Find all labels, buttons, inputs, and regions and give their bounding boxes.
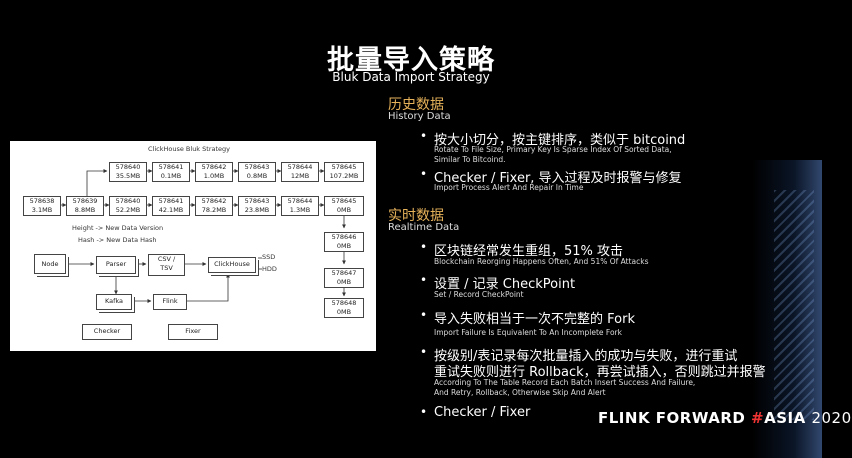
background-texture-decoration	[774, 190, 814, 420]
bullet-dot-icon: •	[420, 308, 428, 322]
slide-subtitle: Bluk Data Import Strategy	[332, 70, 490, 84]
csv-tsv-box: CSV /TSV	[148, 254, 185, 276]
bullet-translation: According To The Table Record Each Batch…	[434, 378, 696, 387]
logo-text: FLINK FORWARD	[598, 409, 752, 427]
bullet-text: Checker / Fixer, 导入过程及时报警与修复	[434, 171, 682, 186]
diagram-note-height: Height -> New Data Version	[72, 224, 164, 232]
realtime-title: 实时数据	[388, 208, 444, 224]
slide-title: 批量导入策略	[327, 45, 495, 76]
bullet-text: 设置 / 记录 CheckPoint	[434, 277, 576, 292]
flink-box: Flink	[153, 294, 187, 310]
history-subtitle: History Data	[388, 111, 451, 122]
bullet-dot-icon: •	[420, 405, 428, 419]
bullet-text: 导入失败相当于一次不完整的 Fork	[434, 312, 635, 327]
node-box: Node	[34, 254, 66, 274]
kafka-box: Kafka	[96, 294, 132, 310]
clickhouse-box: ClickHouse	[208, 257, 256, 273]
diagram-note-hash: Hash -> New Data Hash	[78, 236, 157, 244]
background-light-decoration	[752, 160, 822, 458]
parser-box: Parser	[96, 256, 136, 274]
bullet-translation: Blockchain Reorging Happens Often, And 5…	[434, 257, 649, 266]
logo-hash: #	[751, 409, 765, 427]
checker-box: Checker	[82, 324, 132, 340]
bullet-text: Checker / Fixer	[434, 405, 531, 420]
diagram-title: ClickHouse Bluk Strategy	[148, 145, 230, 153]
bullet-dot-icon: •	[420, 345, 428, 359]
conference-logo: FLINK FORWARD #ASIA 2020	[598, 409, 852, 427]
bullet-dot-icon: •	[420, 273, 428, 287]
bullet-text-continued: 重试失败则进行 Rollback，再尝试插入，否则跳过并报警	[434, 365, 766, 380]
hdd-label: HDD	[262, 265, 277, 273]
bullet-translation: And Retry, Rollback, Otherwise Skip And …	[434, 388, 606, 397]
bullet-translation: Similar To Bitcoind.	[434, 155, 506, 164]
bullet-translation: Import Failure Is Equivalent To An Incom…	[434, 328, 622, 337]
logo-text-asia: ASIA	[764, 409, 812, 427]
realtime-subtitle: Realtime Data	[388, 222, 460, 233]
bullet-translation: Rotate To File Size, Primary Key Is Spar…	[434, 145, 672, 154]
logo-year: 2020	[811, 409, 852, 427]
bullet-dot-icon: •	[420, 167, 428, 181]
bullet-text: 按大小切分，按主键排序，类似于 bitcoind	[434, 133, 686, 148]
history-title: 历史数据	[388, 97, 444, 113]
bullet-dot-icon: •	[420, 240, 428, 254]
bullet-translation: Import Process Alert And Repair In Time	[434, 183, 584, 192]
fixer-box: Fixer	[168, 324, 218, 340]
ssd-label: SSD	[262, 253, 276, 261]
bullet-text: 区块链经常发生重组，51% 攻击	[434, 244, 624, 259]
bullet-translation: Set / Record CheckPoint	[434, 290, 524, 299]
diagram-connectors	[60, 169, 346, 303]
bullet-text: 按级别/表记录每次批量插入的成功与失败，进行重试	[434, 349, 738, 364]
bullet-dot-icon: •	[420, 129, 428, 143]
